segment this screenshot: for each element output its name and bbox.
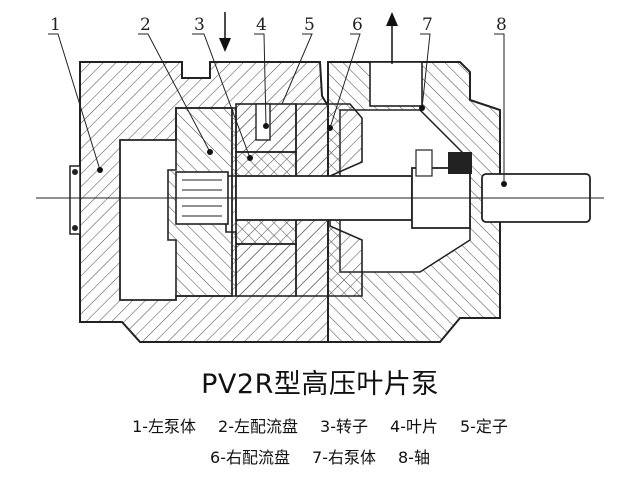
legend-item: 7-右泵体: [312, 448, 376, 467]
callout-3: 3: [194, 15, 205, 35]
legend-row-2: 6-右配流盘 7-右泵体 8-轴: [0, 444, 640, 468]
legend-item: 5-定子: [459, 417, 508, 436]
diagram-title: PV2R型高压叶片泵: [201, 369, 439, 400]
callout-6: 6: [352, 15, 363, 35]
callout-1: 1: [50, 15, 61, 35]
legend-item: 1-左泵体: [132, 417, 197, 436]
vane: [255, 103, 271, 141]
end-cover-plate: [69, 165, 81, 235]
pump-cross-section-diagram: 1 2 3 4 5 6 7 8: [36, 12, 604, 343]
callout-4: 4: [256, 15, 267, 35]
callout-8: 8: [496, 15, 507, 35]
legend-item: 8-轴: [397, 448, 430, 467]
legend-row-1: 1-左泵体 2-左配流盘 3-转子 4-叶片 5-定子: [0, 413, 640, 437]
legend-item: 2-左配流盘: [218, 417, 299, 436]
legend-item: 4-叶片: [389, 417, 438, 436]
legend-item: 3-转子: [320, 417, 368, 436]
stator-bottom: [235, 243, 297, 297]
callout-2: 2: [140, 15, 151, 35]
callout-7: 7: [422, 15, 433, 35]
callout-5: 5: [304, 15, 315, 35]
outlet-port: [369, 61, 423, 107]
shaft-seal: [448, 152, 472, 174]
legend-item: 6-右配流盘: [210, 448, 291, 467]
